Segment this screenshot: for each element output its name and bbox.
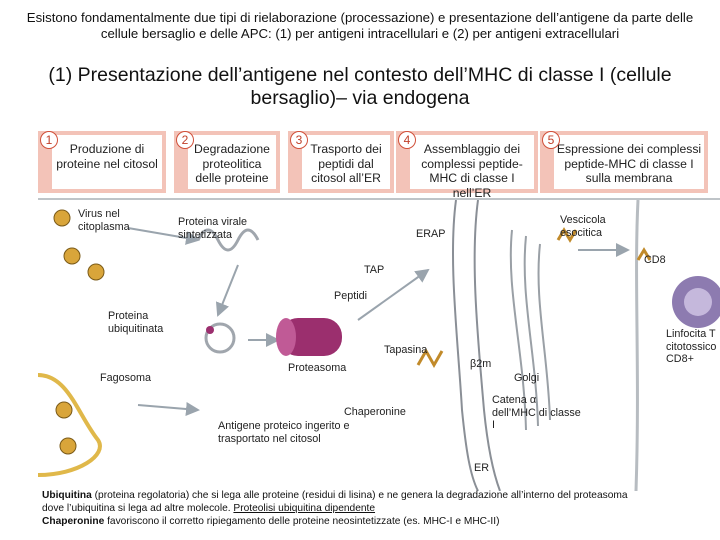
label-golgi: Golgi	[514, 372, 540, 384]
step-3-text: Trasporto dei peptidi dal citosol all’ER	[302, 135, 390, 189]
virus-particle	[87, 263, 105, 281]
notes-block: Ubiquitina (proteina regolatoria) che si…	[42, 489, 720, 528]
ubiquitinated-protein	[204, 322, 236, 354]
step-2-text: Degradazione proteolitica delle proteine	[188, 135, 276, 189]
step-1-text: Produzione di proteine nel citosol	[52, 135, 162, 189]
virus-particle	[53, 209, 71, 227]
label-b2m: β2m	[470, 358, 492, 370]
step-3-box: Trasporto dei peptidi dal citosol all’ER…	[288, 131, 394, 193]
arrow-proteasome-tap	[357, 268, 430, 321]
note-ubiquitin: Ubiquitina (proteina regolatoria) che si…	[42, 489, 720, 502]
golgi-membrane-3	[537, 243, 551, 421]
mhc-complex	[416, 347, 444, 369]
label-erap: ERAP	[416, 228, 446, 240]
label-tapasin: Tapasina	[384, 344, 428, 356]
label-peptides: Peptidi	[334, 290, 368, 302]
phagosome-membrane	[37, 373, 102, 477]
diagram-art	[37, 199, 720, 492]
lymphocyte-nucleus	[684, 288, 712, 316]
er-membrane	[451, 199, 479, 492]
step-1-number: 1	[40, 131, 58, 149]
cell-membrane	[634, 199, 640, 492]
viral-protein-coil	[196, 228, 260, 252]
label-cd8: CD8	[644, 254, 666, 266]
step-5-text: Espressione dei complessi peptide-MHC di…	[554, 135, 704, 189]
label-ubiquitinated-protein: Proteina ubiquitinata	[108, 310, 164, 335]
label-mhc-chain: Catena α dell’MHC di classe I	[492, 394, 581, 431]
golgi-membrane-2	[523, 235, 539, 427]
note-chaperonine-term: Chaperonine	[42, 516, 105, 527]
intro-text: Esistono fondamentalmente due tipi di ri…	[26, 10, 694, 41]
step-4-text: Assemblaggio dei complessi peptide-MHC d…	[410, 135, 534, 200]
virus-particle	[63, 247, 81, 265]
step-5-box: Espressione dei complessi peptide-MHC di…	[540, 131, 708, 193]
arrow-virus-protein	[127, 227, 200, 245]
ubiquitin-tag	[206, 326, 214, 334]
label-proteasome: Proteasoma	[288, 362, 347, 374]
label-phagosome: Fagosoma	[100, 372, 152, 384]
label-tap: TAP	[364, 264, 385, 276]
note-chaperonine: Chaperonine favoriscono il corretto ripi…	[42, 515, 720, 528]
label-er: ER	[474, 462, 489, 474]
label-viral-protein: Proteina virale sintetizzata	[178, 216, 248, 241]
label-cd8-lymphocyte: Linfocita T citotossico CD8+	[666, 328, 717, 365]
note-chaperonine-text: favoriscono il corretto ripiegamento del…	[104, 516, 500, 527]
label-exocytic-vesicle: Vescicola esocitica	[560, 214, 606, 239]
note-proteolysis-text: dove l’ubiquitina si lega ad altre molec…	[42, 503, 234, 514]
step-4-number: 4	[398, 131, 416, 149]
label-chaperonine: Chaperonine	[344, 406, 406, 418]
section-heading: (1) Presentazione dell’antigene nel cont…	[48, 64, 672, 109]
diagram-panel: Virus nel citoplasma Proteina virale sin…	[37, 198, 720, 492]
step-2-number: 2	[176, 131, 194, 149]
note-proteolysis: dove l’ubiquitina si lega ad altre molec…	[42, 502, 720, 515]
label-ingested-antigen: Antigene proteico ingerito e trasportato…	[218, 420, 350, 445]
label-virus: Virus nel citoplasma	[78, 208, 130, 233]
arrow-protein-ub	[215, 264, 239, 317]
mhc-complex	[556, 227, 578, 243]
note-proteolysis-underlined: Proteolisi ubiquitina dipendente	[233, 503, 376, 514]
proteasome-barrel	[280, 318, 342, 356]
er-membrane-inner	[473, 199, 501, 492]
note-ubiquitin-text: (proteina regolatoria) che si lega alle …	[91, 490, 628, 501]
antigen-processing-figure: Produzione di proteine nel citosol 1 Deg…	[37, 121, 720, 492]
step-2-box: Degradazione proteolitica delle proteine…	[174, 131, 280, 193]
arrow-phagosome-cytosol	[137, 402, 200, 416]
golgi-membrane	[509, 229, 527, 431]
step-3-number: 3	[290, 131, 308, 149]
step-4-box: Assemblaggio dei complessi peptide-MHC d…	[396, 131, 538, 200]
step-5-number: 5	[542, 131, 560, 149]
phagosome-antigen	[55, 401, 73, 419]
note-ubiquitin-term: Ubiquitina	[42, 490, 92, 501]
proteasome-cap	[276, 318, 296, 356]
phagosome-antigen	[59, 437, 77, 455]
mhc-complex	[636, 247, 652, 261]
step-1-box: Produzione di proteine nel citosol 1	[38, 131, 166, 193]
